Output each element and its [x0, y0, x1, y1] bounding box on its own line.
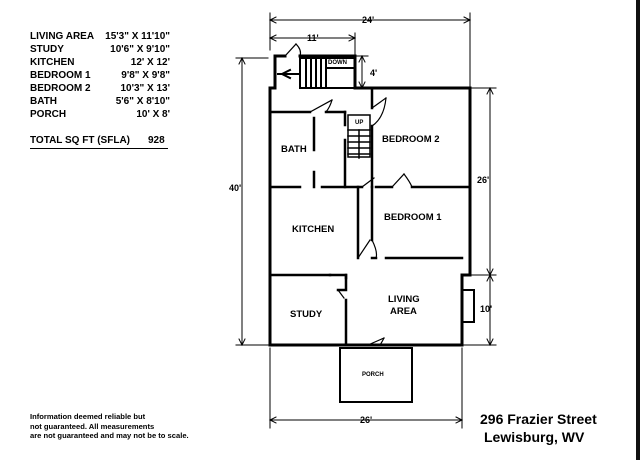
label-up: UP: [355, 120, 363, 126]
door-swings: [284, 43, 413, 346]
label-bath: BATH: [281, 144, 307, 155]
dim-left-height: 40': [229, 183, 241, 193]
label-kitchen: KITCHEN: [292, 224, 334, 235]
label-bedroom-1: BEDROOM 1: [384, 212, 442, 223]
total-label: TOTAL SQ FT (SFLA): [30, 135, 130, 146]
dim-top-right: 4': [370, 68, 377, 78]
address-city: Lewisburg, WV: [484, 429, 585, 445]
dim-bottom-width: 26': [360, 415, 372, 425]
room-dimensions-table: LIVING AREA 15'3" X 11'10" STUDY 10'6" X…: [30, 30, 170, 121]
room-row-bath: BATH 5'6" X 8'10": [30, 95, 170, 108]
room-dimensions: 5'6" X 8'10": [115, 96, 170, 107]
dim-right-upper: 26': [477, 175, 489, 185]
interior-walls: [268, 86, 472, 347]
room-row-study: STUDY 10'6" X 9'10": [30, 43, 170, 56]
disclaimer-line: are not guaranteed and may not be to sca…: [30, 431, 189, 440]
room-name: STUDY: [30, 44, 64, 55]
room-name: KITCHEN: [30, 57, 75, 68]
room-row-living-area: LIVING AREA 15'3" X 11'10": [30, 30, 170, 43]
label-down: DOWN: [328, 60, 347, 66]
label-bedroom-2: BEDROOM 2: [382, 134, 440, 145]
total-value: 928: [148, 135, 165, 146]
dim-top-inner: 11': [307, 33, 319, 43]
room-dimensions: 10'3" X 13': [120, 83, 170, 94]
room-name: PORCH: [30, 109, 67, 120]
room-row-bedroom-1: BEDROOM 1 9'8" X 9'8": [30, 69, 170, 82]
room-row-kitchen: KITCHEN 12' X 12': [30, 56, 170, 69]
dim-right-lower: 10': [480, 304, 492, 314]
fireplace: [461, 289, 475, 323]
room-name: BEDROOM 1: [30, 70, 91, 81]
label-living: LIVING: [388, 294, 420, 305]
total-square-footage: TOTAL SQ FT (SFLA) 928: [30, 135, 165, 146]
stairs-down: [277, 57, 356, 89]
room-dimensions: 12' X 12': [130, 57, 170, 68]
disclaimer-line: Information deemed reliable but: [30, 412, 146, 421]
disclaimer-line: not guaranteed. All measurements: [30, 421, 155, 431]
room-name: BATH: [30, 96, 58, 107]
label-area: AREA: [390, 306, 417, 317]
property-address: 296 Frazier Street Lewisburg, WV: [480, 410, 597, 446]
room-row-porch: PORCH 10' X 8': [30, 108, 170, 121]
total-underline: [30, 148, 168, 149]
room-dimensions: 15'3" X 11'10": [105, 31, 170, 42]
room-dimensions: 10'6" X 9'10": [110, 44, 170, 55]
address-street: 296 Frazier Street: [480, 411, 597, 427]
label-porch: PORCH: [362, 372, 384, 378]
exterior-walls: [268, 54, 472, 347]
room-dimensions: 10' X 8': [136, 109, 170, 120]
porch-outline: [339, 347, 413, 403]
label-study: STUDY: [290, 309, 323, 320]
room-name: LIVING AREA: [30, 31, 95, 42]
room-name: BEDROOM 2: [30, 83, 91, 94]
dim-top-width: 24': [362, 15, 374, 25]
disclaimer: Information deemed reliable but not guar…: [30, 412, 189, 441]
room-row-bedroom-2: BEDROOM 2 10'3" X 13': [30, 82, 170, 95]
room-dimensions: 9'8" X 9'8": [121, 70, 170, 81]
dimension-lines: [235, 12, 497, 429]
stairs-up: [347, 114, 371, 159]
right-edge-border: [636, 0, 640, 460]
